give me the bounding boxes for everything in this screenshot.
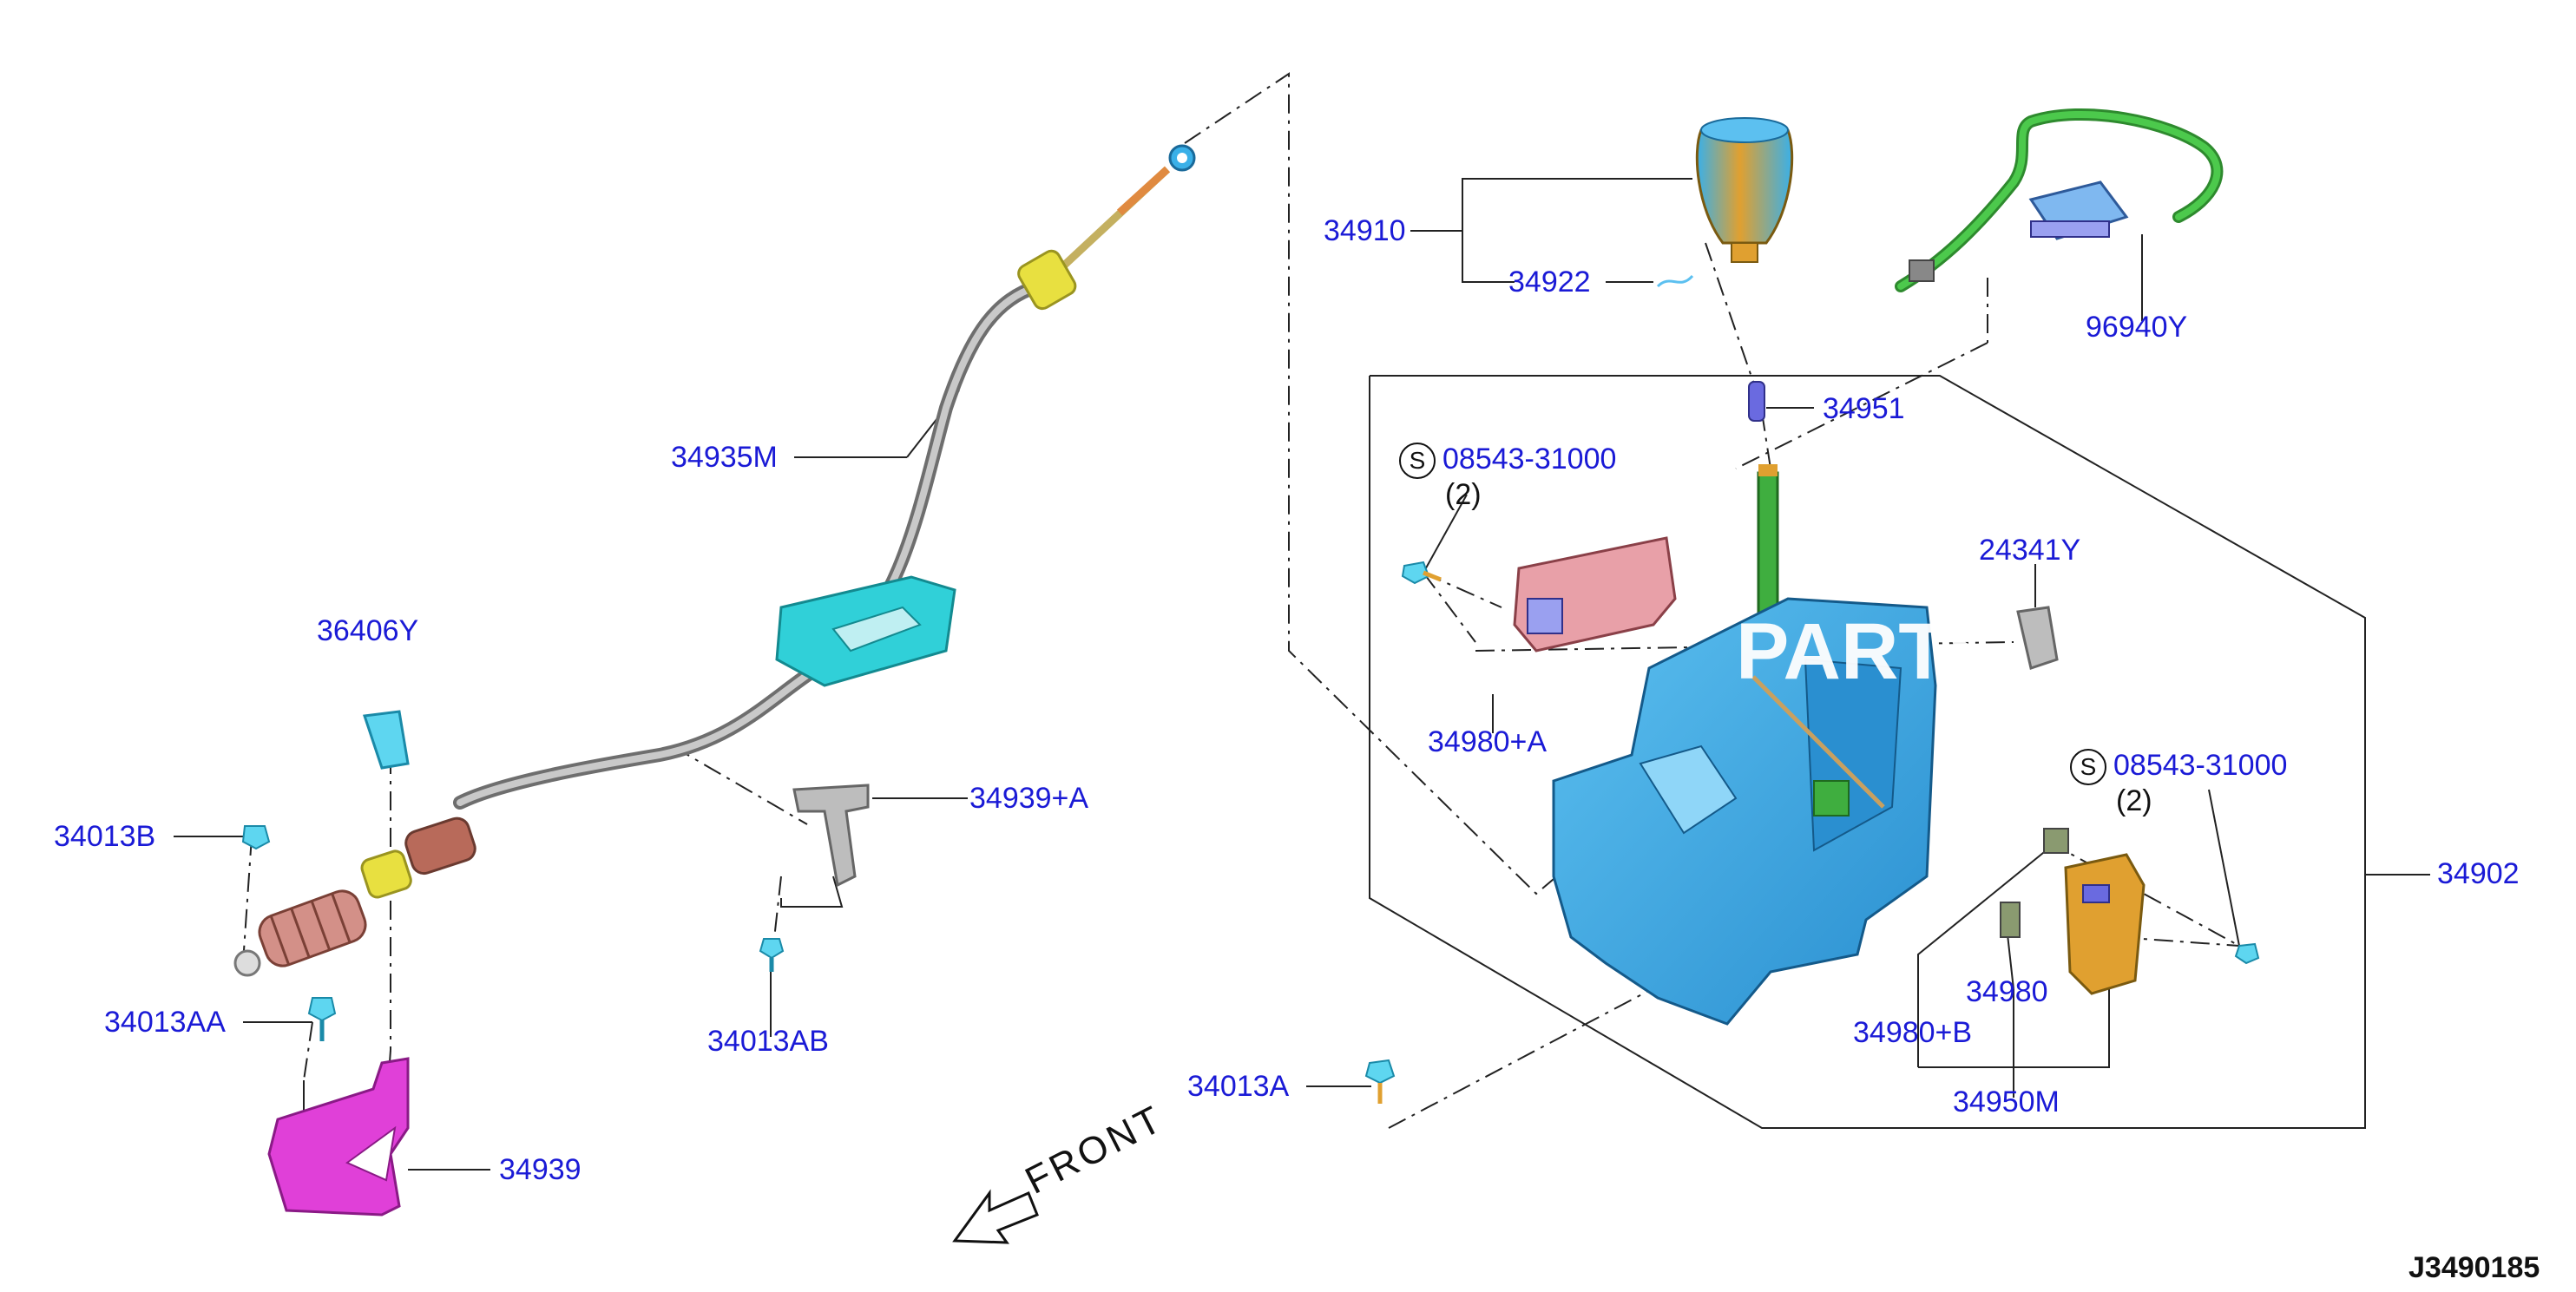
shift-cable bbox=[233, 144, 1196, 1217]
front-arrow-icon bbox=[952, 1189, 1039, 1244]
label-34013AA: 34013AA bbox=[104, 1006, 226, 1039]
label-24341Y: 24341Y bbox=[1979, 534, 2081, 567]
label-34902: 34902 bbox=[2437, 857, 2520, 890]
label-34950M: 34950M bbox=[1953, 1085, 2060, 1118]
label-08543-31000-upper-text: 08543-31000 bbox=[1442, 442, 1617, 475]
standard-part-symbol: S bbox=[1399, 443, 1436, 479]
label-34980: 34980 bbox=[1966, 975, 2048, 1008]
label-34013AB: 34013AB bbox=[707, 1025, 829, 1058]
centerlines bbox=[242, 72, 2240, 1129]
diagram-reference-code: J3490185 bbox=[2408, 1251, 2540, 1284]
label-34939: 34939 bbox=[499, 1153, 582, 1186]
standard-part-symbol: S bbox=[2070, 749, 2106, 785]
quantity-lower: (2) bbox=[2116, 784, 2152, 817]
label-34013A: 34013A bbox=[1187, 1070, 1290, 1103]
quantity-upper: (2) bbox=[1445, 478, 1482, 511]
label-34980-plus-B: 34980+B bbox=[1853, 1016, 1973, 1049]
watermark: PARTS bbox=[1736, 607, 2001, 696]
label-34935M: 34935M bbox=[671, 441, 778, 474]
label-34980-plus-A: 34980+A bbox=[1428, 725, 1548, 758]
label-34951: 34951 bbox=[1823, 392, 1905, 425]
label-34939-plus-A: 34939+A bbox=[969, 782, 1089, 815]
label-96940Y: 96940Y bbox=[2086, 311, 2188, 344]
label-34910: 34910 bbox=[1324, 214, 1406, 247]
label-34013B: 34013B bbox=[54, 820, 156, 853]
label-08543-31000-lower-text: 08543-31000 bbox=[2113, 748, 2288, 782]
shifter-assembly bbox=[1364, 108, 2260, 1104]
label-36406Y: 36406Y bbox=[317, 614, 419, 647]
label-34922: 34922 bbox=[1508, 266, 1591, 298]
